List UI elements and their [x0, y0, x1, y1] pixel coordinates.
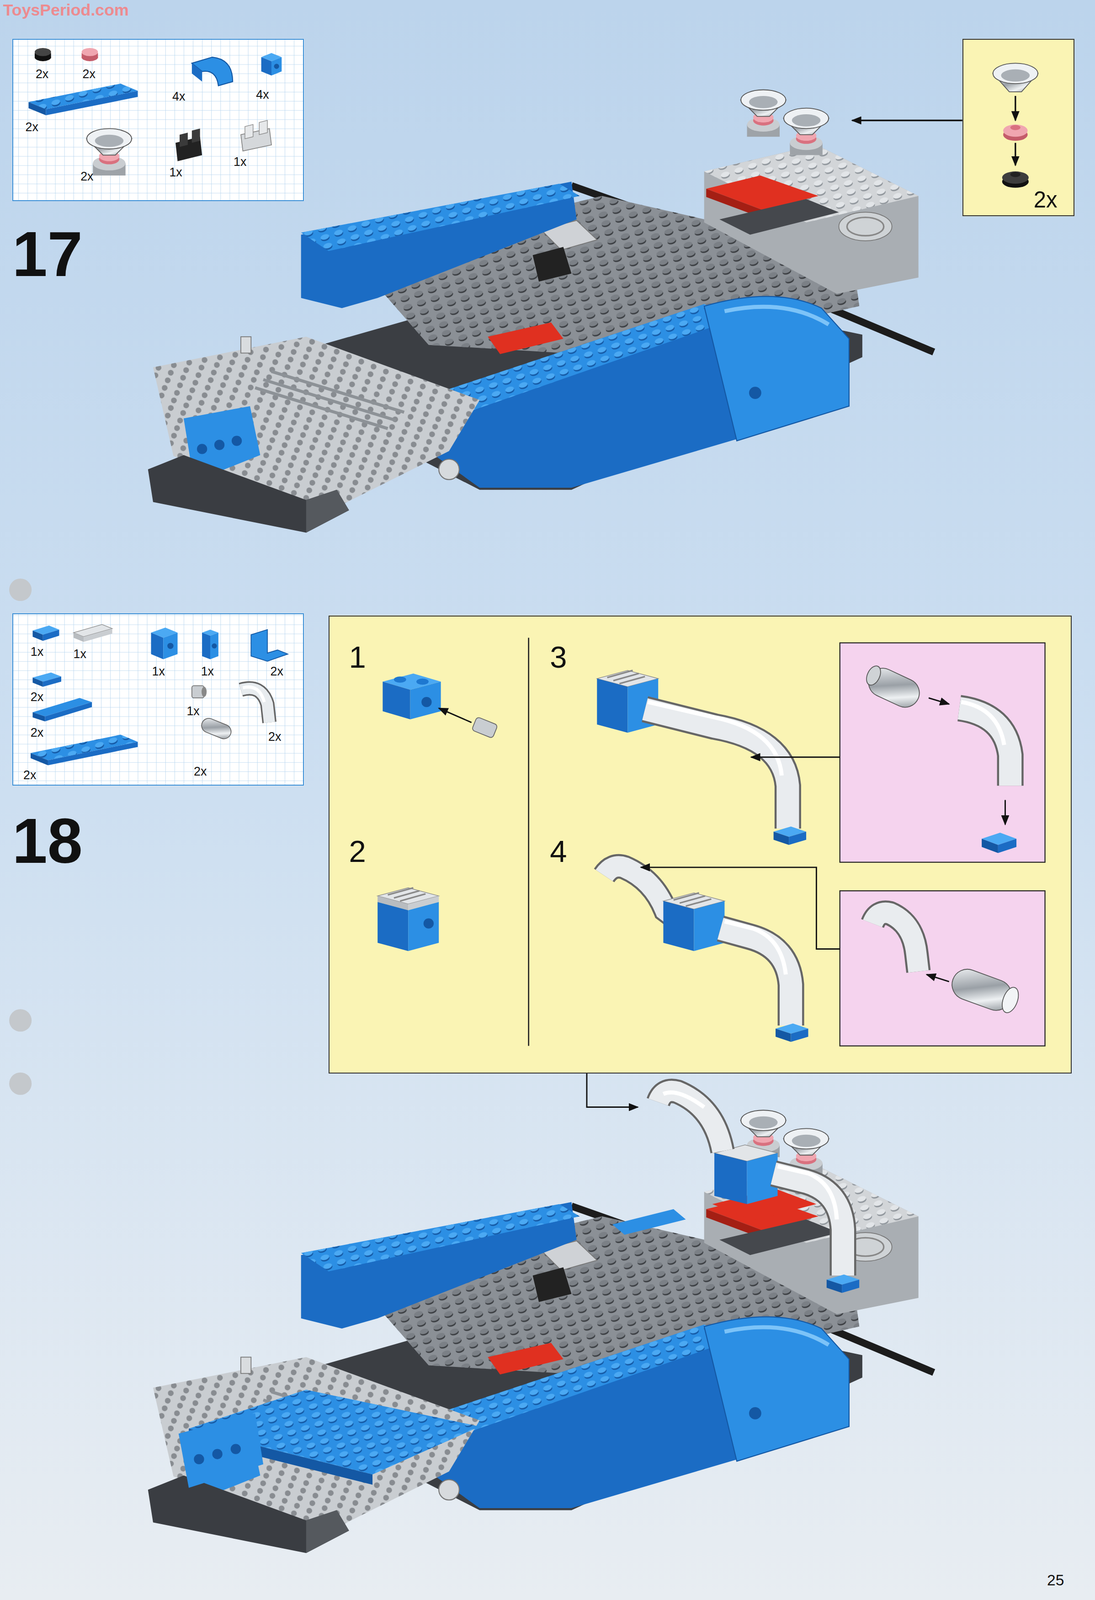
part-count: 4x — [255, 88, 269, 101]
page-number: 25 — [1047, 1572, 1064, 1589]
parts-list-box: 1x 1x 1x 1x 2x 2x 1x 2x 2x 2x 2x — [12, 613, 305, 786]
part-count: 1x — [30, 645, 44, 659]
step-number: 17 — [12, 222, 83, 286]
sub-assembly-box: 1 2 3 4 — [328, 615, 1072, 1074]
sub-step-number: 1 — [348, 641, 366, 673]
part-count: 2x — [30, 691, 44, 704]
part-count: 2x — [1033, 188, 1058, 212]
parts-list-box: 2x 2x 4x 4x 2x 2x 1x 1x — [12, 38, 305, 202]
step-number: 18 — [12, 809, 83, 873]
part-count: 1x — [201, 665, 214, 678]
part-count: 2x — [268, 730, 282, 744]
part-count: 1x — [186, 705, 200, 718]
sub-step-number: 3 — [549, 641, 567, 673]
part-count: 2x — [82, 68, 96, 81]
part-count: 4x — [172, 90, 186, 103]
part-count: 2x — [35, 68, 49, 81]
part-count: 2x — [23, 769, 37, 782]
part-count: 1x — [233, 155, 247, 169]
callout-box: 2x — [962, 38, 1075, 217]
watermark: ToysPeriod.com — [3, 2, 129, 19]
part-count: 2x — [270, 665, 283, 678]
part-count: 2x — [80, 170, 94, 183]
sub-step-number: 2 — [348, 835, 366, 867]
part-count: 1x — [169, 166, 182, 179]
part-count: 1x — [73, 648, 86, 661]
part-count: 2x — [25, 121, 39, 134]
part-count: 2x — [30, 726, 44, 739]
part-count: 2x — [193, 765, 207, 778]
part-count: 1x — [151, 665, 165, 678]
sub-step-number: 4 — [549, 835, 567, 867]
